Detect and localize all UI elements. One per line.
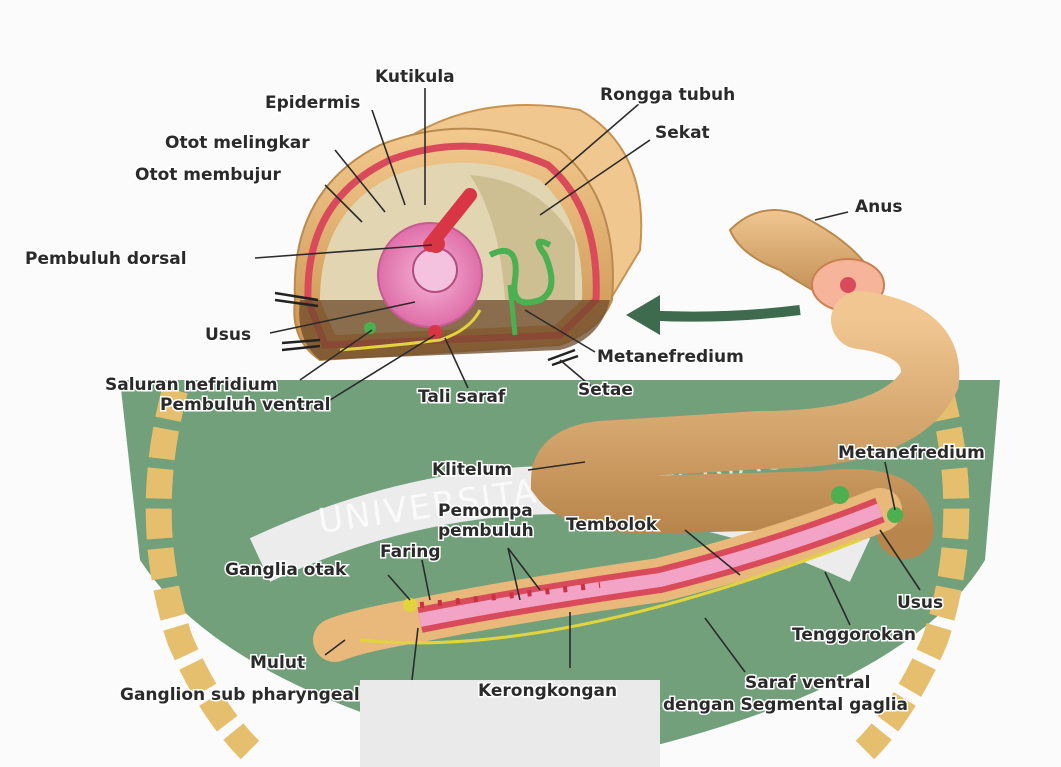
section-arrow-head xyxy=(626,295,660,335)
label-tali-saraf: Tali saraf xyxy=(418,387,506,407)
ventral-vessel xyxy=(428,325,442,339)
label-mulut: Mulut xyxy=(250,653,305,673)
cerebral-ganglia xyxy=(403,598,417,612)
label-usus-top: Usus xyxy=(205,325,251,345)
label-saraf-ventral-line2: dengan Segmental gaglia xyxy=(663,695,908,715)
label-ganglia-otak: Ganglia otak xyxy=(225,560,347,580)
label-pembuluh-dorsal: Pembuluh dorsal xyxy=(25,249,187,269)
label-kutikula: Kutikula xyxy=(375,67,455,87)
label-tenggorokan: Tenggorokan xyxy=(792,625,916,645)
anus-opening xyxy=(840,277,856,293)
label-usus-bottom: Usus xyxy=(897,593,943,613)
label-ganglion-sub: Ganglion sub pharyngeal xyxy=(120,685,360,705)
label-pembuluh-ventral: Pembuluh ventral xyxy=(160,395,330,415)
label-pemompa-pembuluh-line1: Pemompa xyxy=(438,501,533,521)
label-klitelum: Klitelum xyxy=(432,460,512,480)
label-otot-melingkar: Otot melingkar xyxy=(165,133,310,153)
label-rongga-tubuh: Rongga tubuh xyxy=(600,85,735,105)
label-sekat: Sekat xyxy=(655,123,710,143)
label-epidermis: Epidermis xyxy=(265,93,360,113)
label-metanefredium-right: Metanefredium xyxy=(838,443,985,463)
label-faring: Faring xyxy=(380,542,441,562)
leader-anus xyxy=(815,212,848,220)
label-kerongkongan: Kerongkongan xyxy=(478,681,617,701)
label-anus: Anus xyxy=(855,197,902,217)
intestine-typhlosole xyxy=(413,248,457,292)
label-pemompa-pembuluh-line2: pembuluh xyxy=(438,521,534,541)
metanephridium-worm-a xyxy=(831,486,849,504)
label-tembolok: Tembolok xyxy=(566,515,658,535)
section-arrow xyxy=(640,310,800,317)
body-cross-section xyxy=(275,105,641,365)
label-metanefredium-top: Metanefredium xyxy=(597,347,744,367)
label-otot-membujur: Otot membujur xyxy=(135,165,281,185)
label-setae: Setae xyxy=(578,380,633,400)
dorsal-vessel xyxy=(427,235,445,253)
label-saluran-nefridium: Saluran nefridium xyxy=(105,375,278,395)
label-saraf-ventral-line1: Saraf ventral xyxy=(745,673,870,693)
